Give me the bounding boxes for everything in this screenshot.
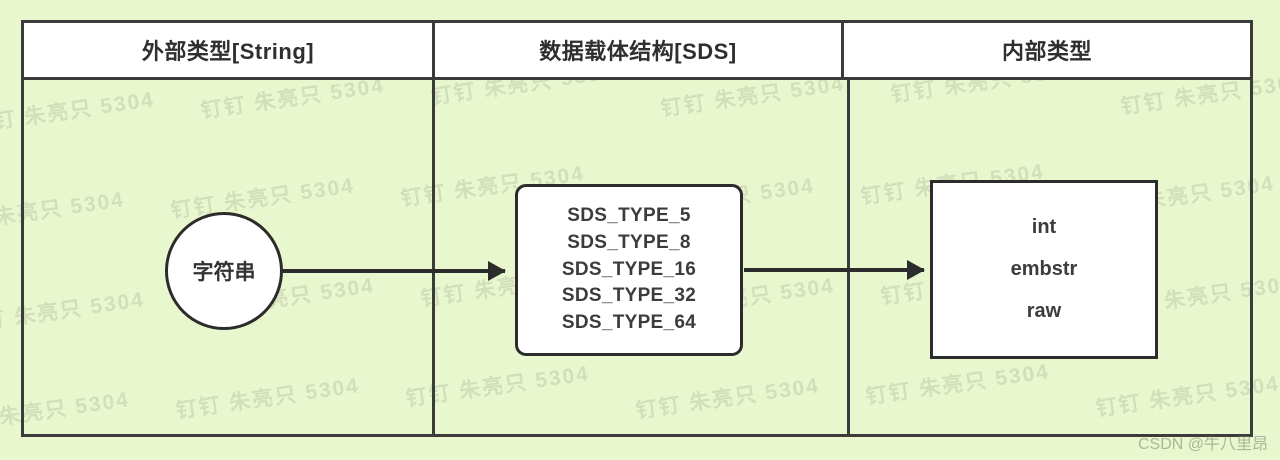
column-header-external-type: 外部类型[String]	[24, 23, 432, 77]
diagram-table-frame: 外部类型[String] 数据载体结构[SDS] 内部类型	[21, 20, 1253, 437]
sds-type-item: SDS_TYPE_5	[567, 204, 691, 226]
node-string-circle: 字符串	[165, 212, 283, 330]
column-header-sds-structure: 数据载体结构[SDS]	[432, 23, 844, 77]
table-header-row: 外部类型[String] 数据载体结构[SDS] 内部类型	[24, 23, 1250, 80]
internal-encoding-item: embstr	[1010, 258, 1078, 280]
column-header-sds-structure-label: 数据载体结构[SDS]	[539, 39, 737, 64]
node-sds-types-box: SDS_TYPE_5 SDS_TYPE_8 SDS_TYPE_16 SDS_TY…	[515, 184, 743, 356]
column-header-external-type-label: 外部类型[String]	[141, 39, 315, 64]
csdn-credit-watermark: CSDN @牛八里昂	[1137, 436, 1268, 453]
table-body-row	[24, 80, 1250, 434]
column-divider-2	[847, 80, 850, 434]
arrow-sds-to-internal	[744, 260, 925, 280]
node-internal-encodings-box: int embstr raw	[930, 180, 1158, 359]
node-string-circle-label: 字符串	[192, 261, 256, 284]
arrow-string-to-sds	[283, 261, 506, 281]
sds-type-item: SDS_TYPE_32	[561, 285, 697, 307]
arrow-head-icon	[907, 260, 925, 280]
internal-encoding-item: raw	[1026, 300, 1062, 322]
column-header-internal-type-label: 内部类型	[1001, 39, 1092, 64]
sds-type-item: SDS_TYPE_8	[567, 231, 691, 253]
arrow-head-icon	[488, 261, 506, 281]
sds-type-item: SDS_TYPE_64	[561, 312, 697, 334]
column-divider-1	[432, 80, 435, 434]
sds-type-item: SDS_TYPE_16	[561, 258, 697, 280]
internal-encoding-item: int	[1031, 216, 1057, 238]
column-header-internal-type: 内部类型	[844, 23, 1250, 77]
